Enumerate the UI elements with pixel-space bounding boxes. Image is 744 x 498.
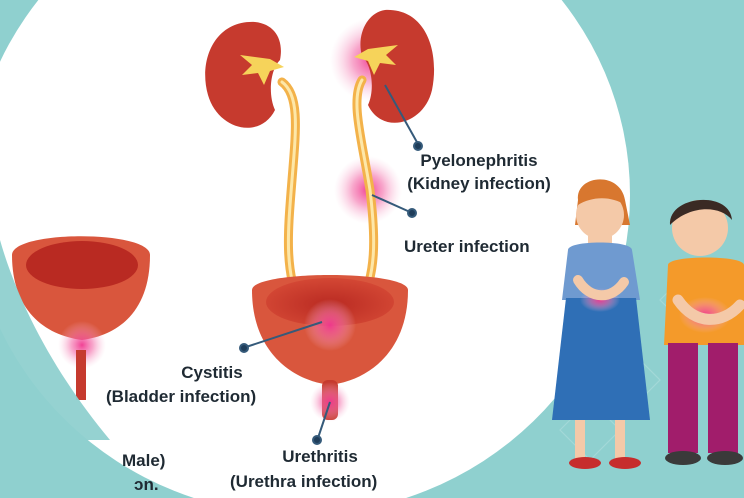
label-urethra-infection: (Urethra infection) [230,471,377,493]
label-cystitis: Cystitis [150,362,274,384]
label-bladder-infection: (Bladder infection) [106,386,256,408]
label-male-fragment: Male) [122,450,165,472]
label-kidney-infection: (Kidney infection) [392,173,566,195]
label-ureter-infection: Ureter infection [404,236,530,258]
label-urethritis: Urethritis [240,446,400,468]
boy-stomach-ache-icon [664,200,744,465]
label-cut-fragment: ɔn. [134,474,159,496]
label-pyelonephritis: Pyelonephritis [404,150,554,172]
